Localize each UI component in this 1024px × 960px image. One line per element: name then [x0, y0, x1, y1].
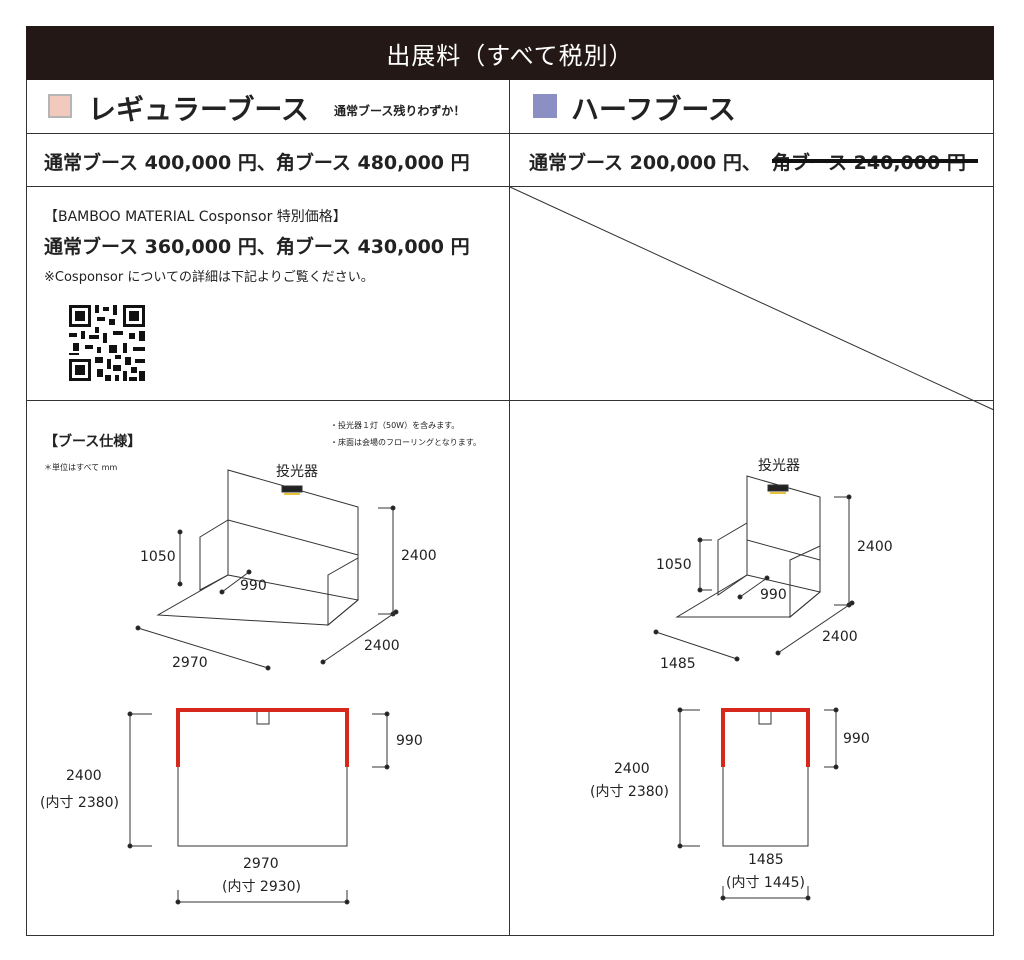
- half-plan-depth: 2400: [614, 761, 650, 777]
- regular-dim-side-depth: 990: [240, 578, 267, 594]
- half-price-normal: 通常ブース 200,000 円、: [529, 152, 761, 174]
- half-dim-wall-height: 1050: [656, 557, 692, 573]
- regular-price: 通常ブース 400,000 円、角ブース 480,000 円: [44, 152, 470, 174]
- regular-plan-depth: 2400: [66, 768, 102, 784]
- left-side-wall: [199, 519, 229, 591]
- half-plan-side: 990: [843, 731, 870, 747]
- regular-plan-depth-inner: (内寸 2380): [40, 795, 120, 811]
- regular-plan-wall: [176, 708, 349, 767]
- half-dim-depth: 2400: [822, 629, 858, 645]
- half-dim-side-depth: 990: [760, 587, 787, 603]
- half-plan-depth-inner: (内寸 2380): [590, 784, 670, 800]
- spec-heading: 【ブース仕様】: [44, 434, 142, 450]
- regular-plan-side: 990: [396, 733, 423, 749]
- cosponsor-heading: 【BAMBOO MATERIAL Cosponsor 特別価格】: [44, 209, 347, 225]
- regular-light-label: 投光器: [276, 464, 318, 480]
- spec-note-1: ・投光器１灯（50W）を含みます。: [330, 421, 460, 430]
- floodlight-icon: [767, 484, 789, 492]
- regular-color-swatch: [48, 94, 72, 118]
- half-dim-width: 1485: [660, 656, 696, 672]
- row-divider: [26, 186, 994, 187]
- half-booth-label: ハーフブース: [571, 93, 736, 126]
- half-price-corner: 角ブース 240,000 円: [772, 152, 966, 174]
- spec-note-2: ・床面は会場のフローリングとなります。: [330, 438, 481, 447]
- regular-booth-label: レギュラーブース: [88, 93, 309, 126]
- left-side-wall: [717, 522, 748, 596]
- half-color-swatch: [533, 94, 557, 118]
- column-divider: [509, 80, 510, 936]
- row-divider: [26, 400, 994, 401]
- half-plan-width: 1485: [748, 852, 784, 868]
- half-light-label: 投光器: [758, 458, 800, 474]
- half-plan-width-inner: (内寸 1445): [726, 875, 806, 891]
- regular-plan-width-inner: (内寸 2930): [222, 879, 302, 895]
- floodlight-icon: [281, 485, 303, 493]
- cosponsor-price: 通常ブース 360,000 円、角ブース 430,000 円: [44, 236, 470, 258]
- regular-dim-wall-height: 1050: [140, 549, 176, 565]
- regular-dim-width: 2970: [172, 655, 208, 671]
- price-strikethrough: [772, 159, 978, 163]
- regular-booth-note: 通常ブース残りわずか！: [334, 104, 466, 118]
- regular-dim-depth: 2400: [364, 638, 400, 654]
- half-plan-outline: [722, 709, 809, 847]
- regular-plan-width: 2970: [243, 856, 279, 872]
- header-title: 出展料（すべて税別）: [386, 41, 634, 70]
- floor: [675, 574, 822, 618]
- half-plan-wall: [721, 708, 810, 767]
- page-header: 出展料（すべて税別）: [26, 26, 994, 80]
- half-dim-total-height: 2400: [857, 539, 893, 555]
- right-side-wall: [789, 545, 821, 619]
- unit-note: ＊単位はすべて mm: [44, 463, 118, 472]
- row-divider: [26, 133, 994, 134]
- regular-dim-total-height: 2400: [401, 548, 437, 564]
- cosponsor-note: ※Cosponsor についての詳細は下記よりご覧ください。: [44, 270, 374, 285]
